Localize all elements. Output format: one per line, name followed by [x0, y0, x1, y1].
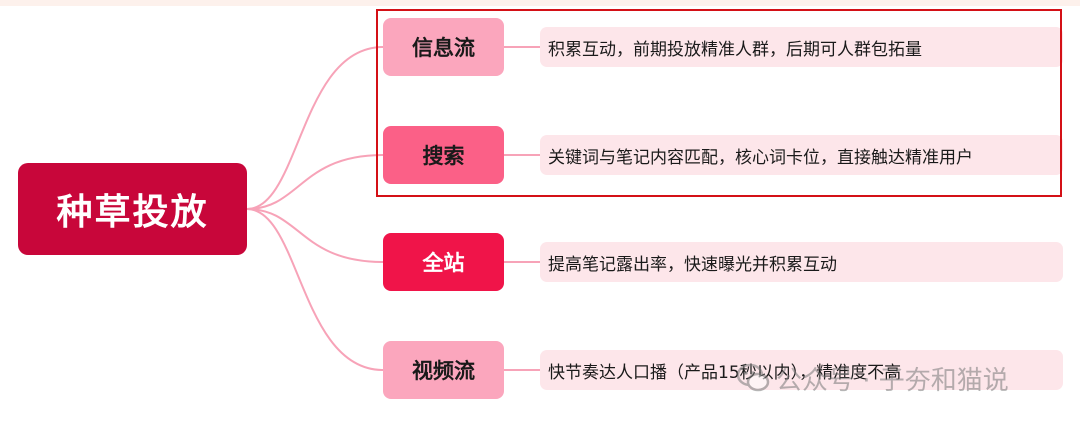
connector-root-branch-3 — [246, 208, 384, 263]
branch-node-search: 搜索 — [383, 126, 504, 184]
highlight-box — [376, 9, 1062, 197]
leaf-node-search: 关键词与笔记内容匹配，核心词卡位，直接触达精准用户 — [540, 135, 1063, 175]
branch-label: 搜索 — [422, 144, 465, 168]
branch-node-full-site: 全站 — [383, 233, 504, 291]
connector-root-branch-4 — [246, 208, 384, 371]
branch-label: 全站 — [422, 251, 465, 275]
connector-root-branch-2 — [246, 154, 384, 210]
leaf-node-feed: 积累互动，前期投放精准人群，后期可人群包拓量 — [540, 27, 1063, 67]
leaf-text: 提高笔记露出率，快速曝光并积累互动 — [548, 254, 837, 275]
leaf-node-video-feed: 快节奏达人口播（产品15秒以内），精准度不高 — [540, 350, 1063, 390]
leaf-text: 积累互动，前期投放精准人群，后期可人群包拓量 — [548, 39, 922, 60]
leaf-text: 快节奏达人口播（产品15秒以内），精准度不高 — [548, 362, 902, 383]
top-strip — [0, 0, 1080, 6]
branch-label: 视频流 — [412, 359, 475, 383]
branch-node-feed: 信息流 — [383, 18, 504, 76]
branch-label: 信息流 — [412, 36, 475, 60]
leaf-node-full-site: 提高笔记露出率，快速曝光并积累互动 — [540, 242, 1063, 282]
branch-node-video-feed: 视频流 — [383, 341, 504, 399]
root-node: 种草投放 — [18, 163, 247, 255]
leaf-text: 关键词与笔记内容匹配，核心词卡位，直接触达精准用户 — [548, 147, 973, 168]
root-label: 种草投放 — [56, 192, 209, 233]
connector-root-branch-1 — [246, 46, 384, 210]
